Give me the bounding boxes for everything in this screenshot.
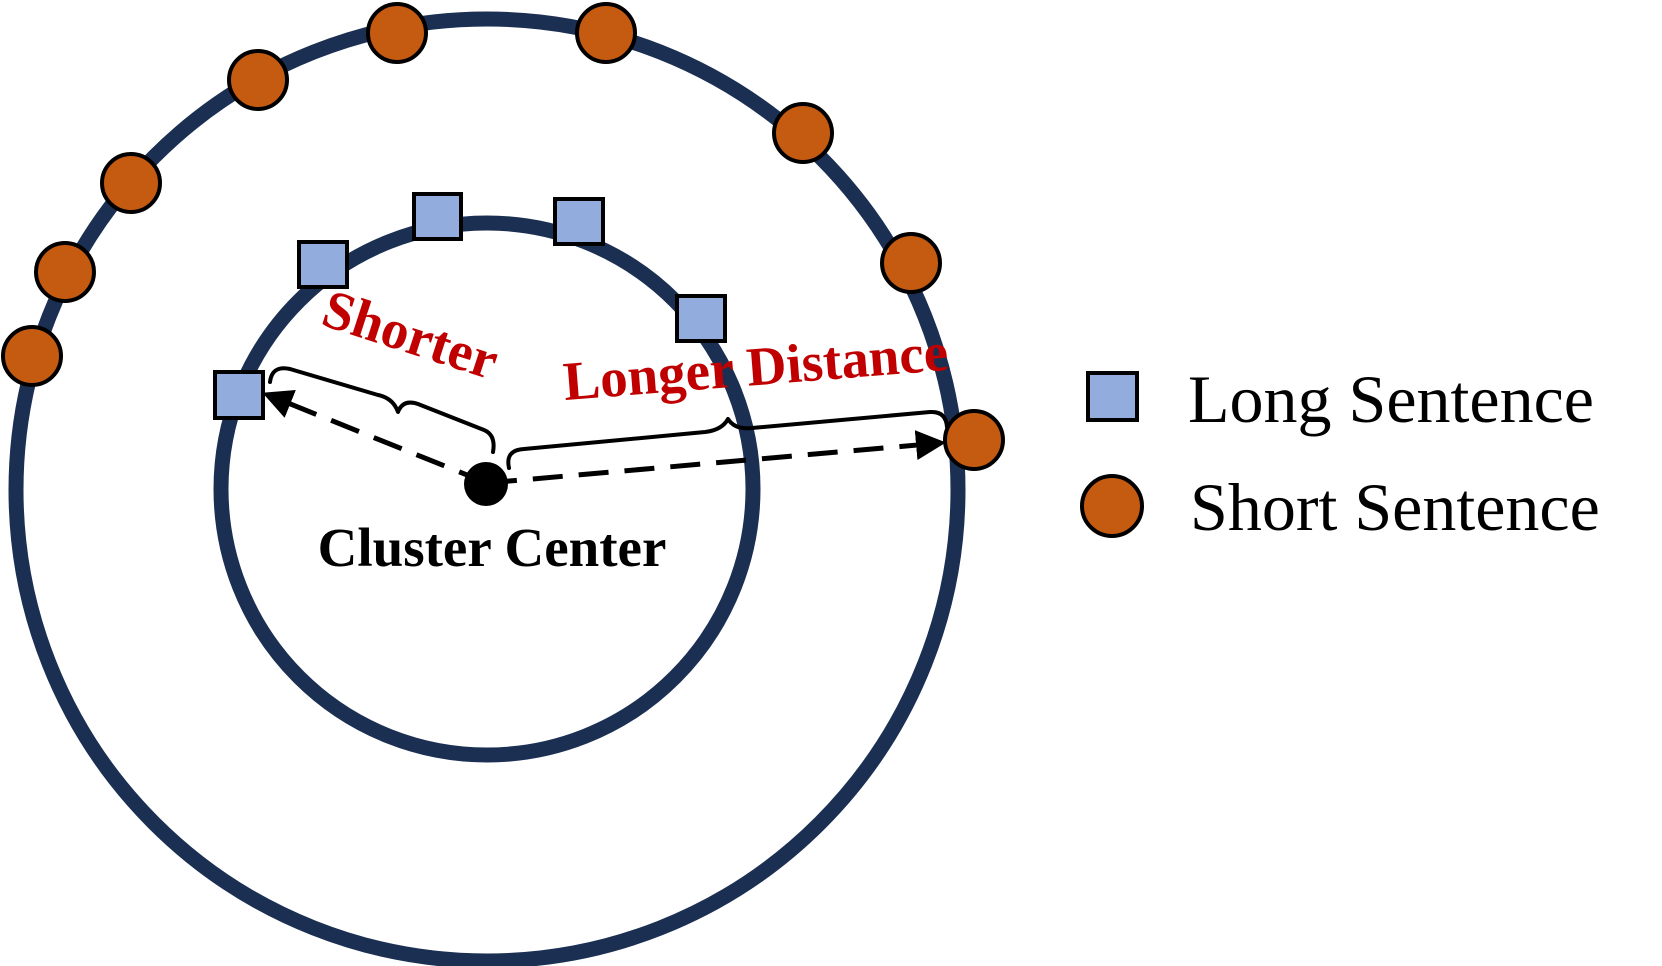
short-sentence-legend-marker bbox=[1080, 474, 1144, 538]
long-sentence-marker bbox=[675, 294, 727, 343]
short-sentence-marker bbox=[1, 325, 63, 387]
shorter-brace bbox=[268, 366, 496, 454]
outer-ring bbox=[8, 11, 966, 966]
inner-ring bbox=[213, 215, 761, 763]
short-sentence-marker bbox=[943, 409, 1005, 471]
longer-distance-arrow bbox=[486, 430, 946, 486]
short-sentence-marker bbox=[100, 152, 162, 214]
short-sentence-marker bbox=[772, 102, 834, 164]
long-sentence-markers bbox=[213, 192, 727, 420]
shorter-label: Shorter bbox=[316, 278, 506, 392]
cluster-center-dot bbox=[464, 462, 508, 506]
long-sentence-legend-marker bbox=[1086, 371, 1139, 422]
short-sentence-marker bbox=[34, 241, 96, 303]
legend: Long Sentence Short Sentence bbox=[1080, 361, 1600, 545]
longer-brace bbox=[506, 409, 949, 470]
short-sentence-marker bbox=[227, 49, 289, 111]
short-sentence-marker bbox=[880, 232, 942, 294]
long-sentence-marker bbox=[412, 192, 463, 241]
long-sentence-marker bbox=[297, 240, 349, 289]
long-sentence-marker bbox=[213, 370, 265, 420]
short-sentence-marker bbox=[366, 2, 428, 64]
long-sentence-marker bbox=[553, 197, 605, 246]
short-sentence-legend-label: Short Sentence bbox=[1190, 469, 1600, 545]
long-sentence-legend-label: Long Sentence bbox=[1188, 361, 1594, 437]
cluster-center-label: Cluster Center bbox=[318, 517, 667, 578]
short-sentence-markers bbox=[1, 2, 1005, 471]
shorter-distance-arrow bbox=[262, 390, 488, 486]
longer-distance-label: Longer Distance bbox=[561, 321, 950, 412]
short-sentence-marker bbox=[575, 2, 637, 64]
